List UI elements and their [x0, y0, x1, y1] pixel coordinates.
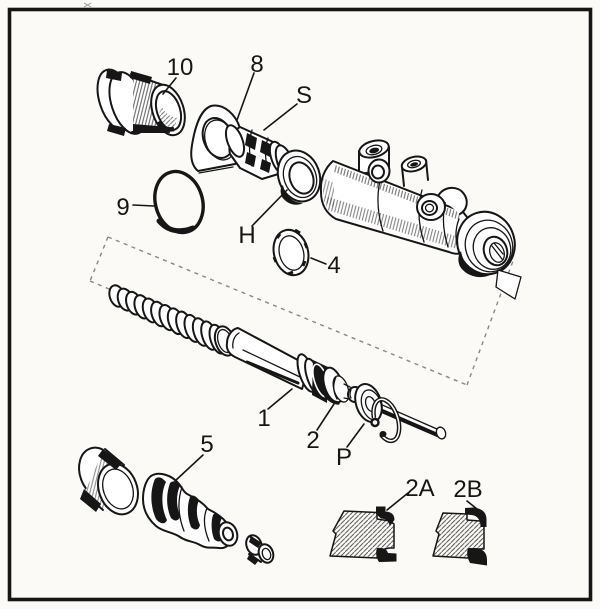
callout-4: 4: [327, 252, 340, 279]
seal-cross-section-b: [432, 507, 487, 566]
threaded-filler-plug: [96, 68, 186, 137]
callout-1: 1: [257, 405, 270, 432]
callout-8: 8: [250, 51, 263, 78]
callout-5: 5: [200, 431, 213, 458]
leader-9: [132, 204, 155, 207]
callout-s: S: [296, 82, 312, 109]
leader-h: [251, 189, 288, 227]
leader-4: [310, 257, 327, 265]
callout-h: H: [238, 222, 255, 249]
cylinder-body: [319, 139, 522, 300]
flange-fin: [495, 269, 522, 300]
piston: [225, 327, 310, 390]
snap-ring: [370, 397, 402, 444]
callout-10: 10: [167, 54, 194, 81]
callout-9: 9: [116, 194, 129, 221]
o-ring: [153, 169, 205, 235]
leader-2: [316, 403, 335, 431]
scan-speck: [83, 2, 92, 8]
callout-p: P: [336, 444, 352, 471]
cylinder-end-bore: [455, 210, 516, 278]
leader-lines: [132, 72, 478, 511]
leader-s: [263, 103, 298, 131]
leader-8: [236, 72, 255, 121]
valve-seal: [276, 149, 322, 205]
mounting-sleeve: [78, 446, 139, 516]
rubber-boot: [142, 472, 239, 550]
outlet-boss-rear: [400, 155, 429, 187]
callout-2b: 2B: [453, 476, 482, 503]
leader-1: [267, 388, 293, 410]
callout-2a: 2A: [405, 475, 434, 502]
leader-2b: [466, 500, 478, 510]
leader-2a: [386, 492, 409, 511]
mounting-lug: [416, 186, 468, 221]
leader-5: [174, 454, 204, 482]
inlet-port-hole: [367, 158, 391, 184]
leader-10: [162, 77, 177, 95]
leader-p: [346, 423, 365, 448]
ferrule: [245, 534, 275, 565]
callout-2: 2: [306, 427, 319, 454]
lock-ring: [272, 228, 310, 277]
main-seal: [296, 353, 363, 405]
seal-cross-section-a: [329, 506, 397, 562]
callout-labels: 10 8 S 9 H 4 1 2 P 5 2A 2B: [116, 51, 482, 503]
